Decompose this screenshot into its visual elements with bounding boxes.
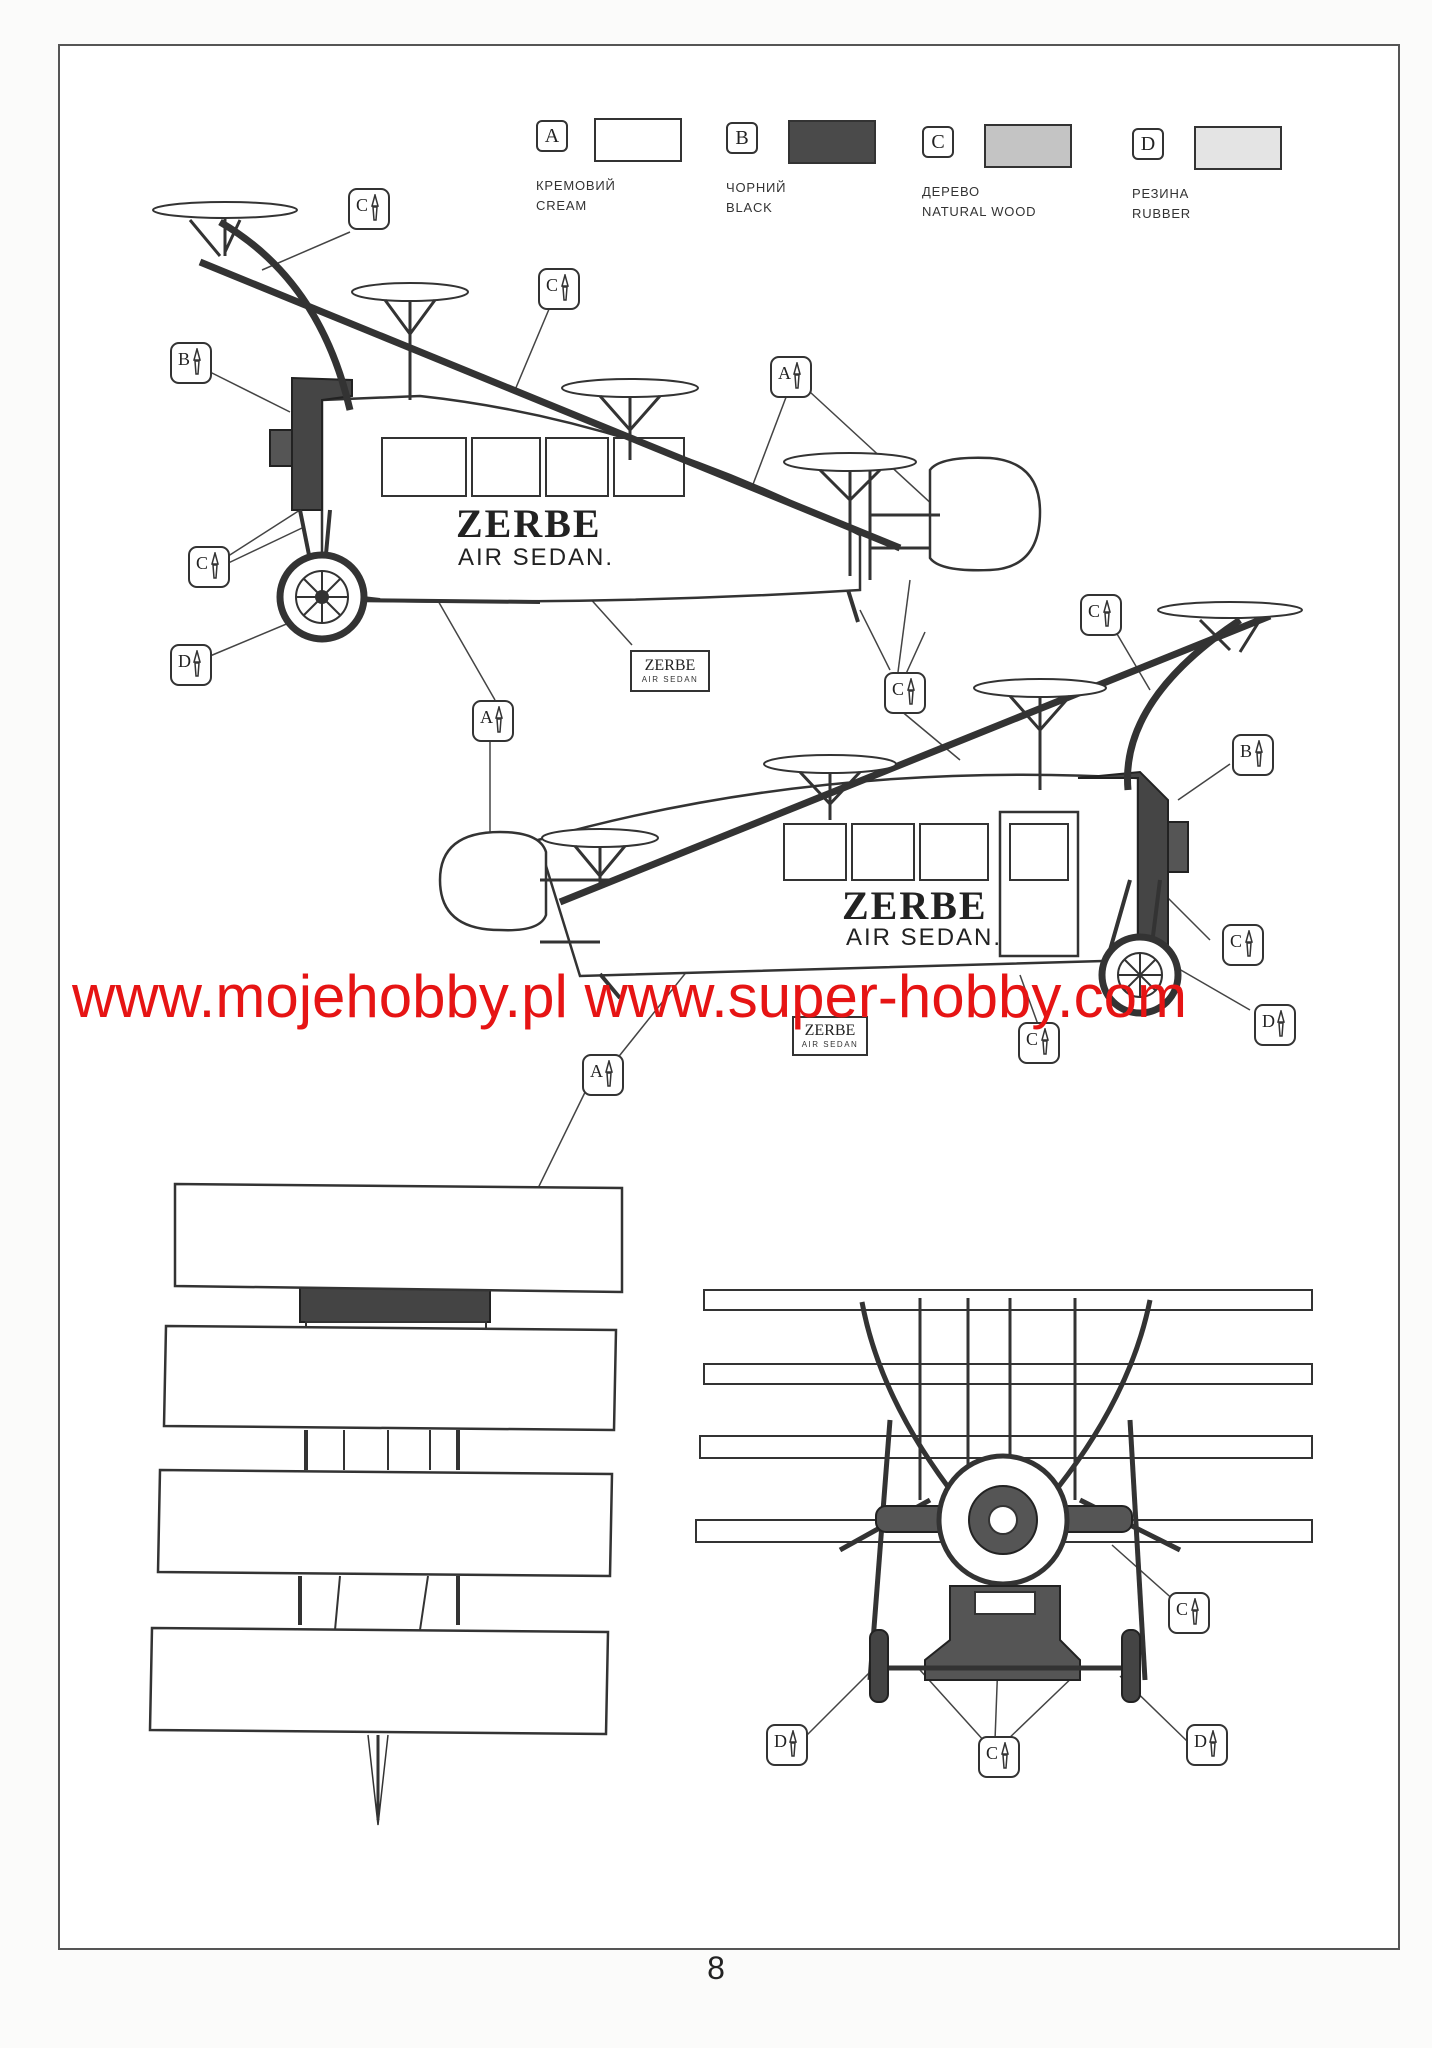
rubber-swatch	[1194, 126, 1282, 170]
page-number: 8	[707, 1950, 725, 1986]
black-swatch	[788, 120, 876, 164]
cream-swatch	[594, 118, 682, 162]
paint-callout: C	[1168, 1592, 1210, 1634]
paint-callout: C	[1018, 1022, 1060, 1064]
brush-icon	[605, 1060, 613, 1087]
paint-callout: B	[1232, 734, 1274, 776]
plane-2-name: ZERBE	[842, 883, 988, 928]
watermark-text: www.mojehobby.pl www.super-hobby.com	[72, 963, 1187, 1030]
brush-icon	[495, 706, 503, 733]
brush-icon	[1191, 1598, 1199, 1625]
plane-side-view-right	[438, 601, 1303, 1081]
paint-callout: D	[170, 644, 212, 686]
paint-callout: C	[188, 546, 230, 588]
brush-icon	[193, 650, 201, 677]
decal-logo-2: ZERBE AIR SEDAN	[792, 1016, 868, 1056]
plane-1-subtitle: AIR SEDAN.	[458, 544, 615, 571]
brush-icon	[193, 348, 201, 375]
plane-top-view	[148, 1077, 624, 1826]
decal-logo-1: ZERBE AIR SEDAN	[630, 650, 710, 692]
brush-icon	[1277, 1010, 1285, 1037]
plane-front-view	[695, 1289, 1313, 1743]
plane-1-name: ZERBE	[456, 501, 602, 546]
paint-callout: C	[1222, 924, 1264, 966]
plane-side-view-left	[152, 201, 1042, 701]
paint-callout: B	[170, 342, 212, 384]
legend-letter: B	[726, 122, 758, 154]
paint-callout: A	[472, 700, 514, 742]
brush-icon	[1041, 1028, 1049, 1055]
brush-icon	[1255, 740, 1263, 767]
paint-callout: A	[770, 356, 812, 398]
wood-swatch	[984, 124, 1072, 168]
paint-callout: C	[538, 268, 580, 310]
brush-icon	[1103, 600, 1111, 627]
brush-icon	[561, 274, 569, 301]
brush-icon	[1209, 1730, 1217, 1757]
brush-icon	[907, 678, 915, 705]
paint-callout: C	[1080, 594, 1122, 636]
brush-icon	[793, 362, 801, 389]
paint-callout: D	[1254, 1004, 1296, 1046]
brush-icon	[789, 1730, 797, 1757]
legend-letter: C	[922, 126, 954, 158]
legend-letter: A	[536, 120, 568, 152]
plane-2-subtitle: AIR SEDAN.	[846, 924, 1003, 951]
legend-letter: D	[1132, 128, 1164, 160]
paint-callout: D	[766, 1724, 808, 1766]
brush-icon	[1001, 1742, 1009, 1769]
brush-icon	[1245, 930, 1253, 957]
paint-callout: C	[348, 188, 390, 230]
paint-callout: D	[1186, 1724, 1228, 1766]
brush-icon	[211, 552, 219, 579]
brush-icon	[371, 194, 379, 221]
paint-callout: C	[978, 1736, 1020, 1778]
paint-callout: C	[884, 672, 926, 714]
paint-callout: A	[582, 1054, 624, 1096]
